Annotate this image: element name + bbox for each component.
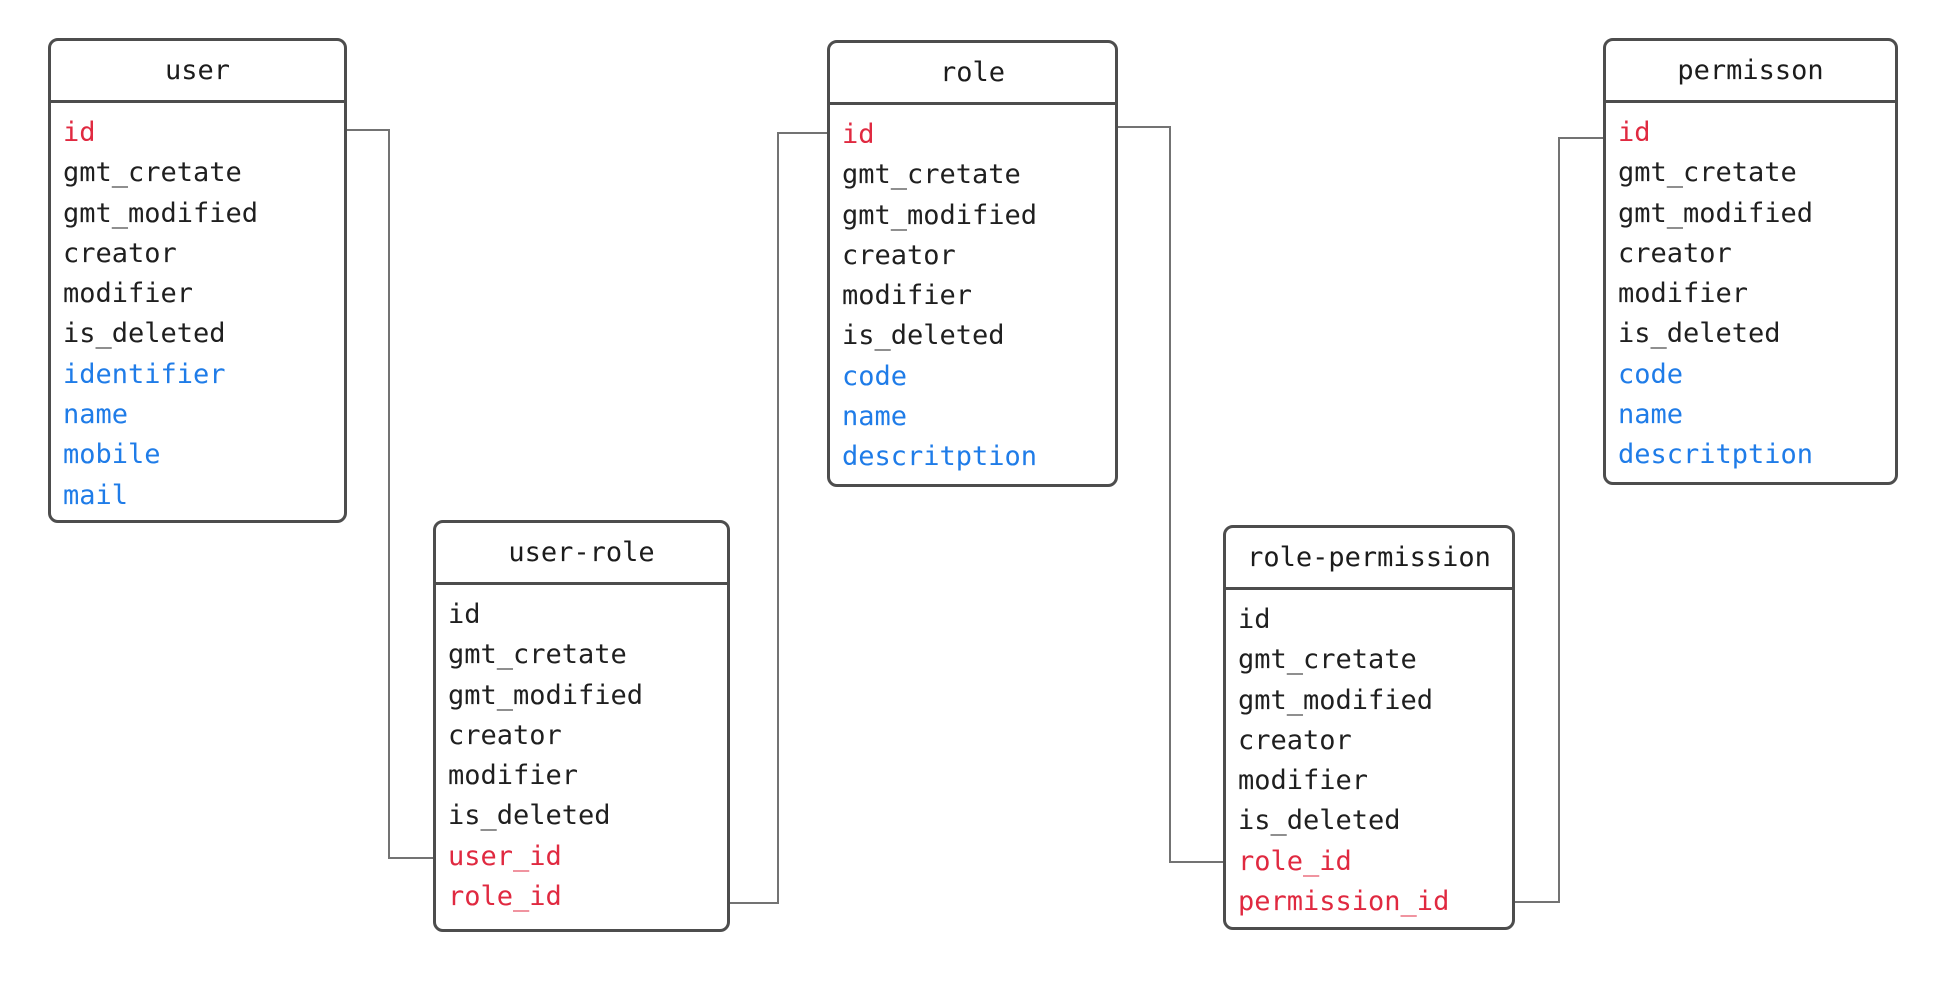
field-user-identifier: identifier [63, 358, 226, 390]
field-user-role-is_deleted: is_deleted [448, 800, 611, 832]
field-role-permission-is_deleted: is_deleted [1238, 805, 1401, 837]
field-user-creator: creator [63, 237, 177, 269]
entity-role-permission[interactable]: role-permission id gmt_cretate gmt_modifie… [1223, 525, 1515, 930]
entity-title: permisson [1606, 41, 1895, 103]
field-role-gmt_modified: gmt_modified [842, 199, 1038, 231]
field-user-gmt_cretate: gmt_cretate [63, 157, 242, 189]
field-permisson-name: name [1618, 399, 1684, 431]
field-role-modifier: modifier [842, 280, 973, 312]
entity-title: user-role [436, 523, 727, 585]
field-user-role-id: id [448, 599, 481, 630]
field-user-is_deleted: is_deleted [63, 318, 226, 350]
field-user-role-modifier: modifier [448, 760, 579, 792]
connector-role-permission-permission-id-to-permisson-id [1515, 137, 1603, 903]
field-role-permission-role_id: role_id [1238, 845, 1352, 877]
field-role-is_deleted: is_deleted [842, 320, 1005, 352]
connector-role-id-to-role-permission-role-id [1118, 126, 1223, 863]
field-role-permission-gmt_cretate: gmt_cretate [1238, 644, 1417, 676]
field-user-role-role_id: role_id [448, 881, 562, 913]
field-user-role-gmt_modified: gmt_modified [448, 679, 644, 711]
field-role-permission-id: id [1238, 604, 1271, 635]
field-user-modifier: modifier [63, 278, 194, 310]
field-user-name: name [63, 399, 129, 431]
field-role-permission-creator: creator [1238, 724, 1352, 756]
field-permisson-is_deleted: is_deleted [1618, 318, 1781, 350]
field-role-creator: creator [842, 239, 956, 271]
field-user-mail: mail [63, 479, 129, 511]
field-user-role-creator: creator [448, 719, 562, 751]
field-permisson-id: id [1618, 117, 1651, 148]
field-permisson-code: code [1618, 358, 1684, 390]
field-user-role-gmt_cretate: gmt_cretate [448, 639, 627, 671]
connector-user-id-to-user-role-user-id [345, 129, 433, 859]
field-user-mobile: mobile [63, 439, 161, 471]
entity-title: user [51, 41, 344, 103]
field-role-permission-modifier: modifier [1238, 765, 1369, 797]
field-role-descritption: descritption [842, 441, 1038, 473]
field-role-permission-gmt_modified: gmt_modified [1238, 684, 1434, 716]
entity-title: role-permission [1226, 528, 1512, 590]
field-role-name: name [842, 401, 908, 433]
entity-title: role [830, 43, 1115, 105]
field-user-role-user_id: user_id [448, 840, 562, 872]
field-role-permission-permission_id: permission_id [1238, 886, 1450, 918]
field-permisson-gmt_cretate: gmt_cretate [1618, 157, 1797, 189]
field-role-id: id [842, 119, 875, 150]
field-user-id: id [63, 117, 96, 148]
field-role-code: code [842, 360, 908, 392]
field-permisson-gmt_modified: gmt_modified [1618, 197, 1814, 229]
field-user-gmt_modified: gmt_modified [63, 197, 259, 229]
field-role-gmt_cretate: gmt_cretate [842, 159, 1021, 191]
connector-user-role-role-id-to-role-id [730, 132, 827, 904]
field-permisson-descritption: descritption [1618, 439, 1814, 471]
field-permisson-modifier: modifier [1618, 278, 1749, 310]
field-permisson-creator: creator [1618, 237, 1732, 269]
